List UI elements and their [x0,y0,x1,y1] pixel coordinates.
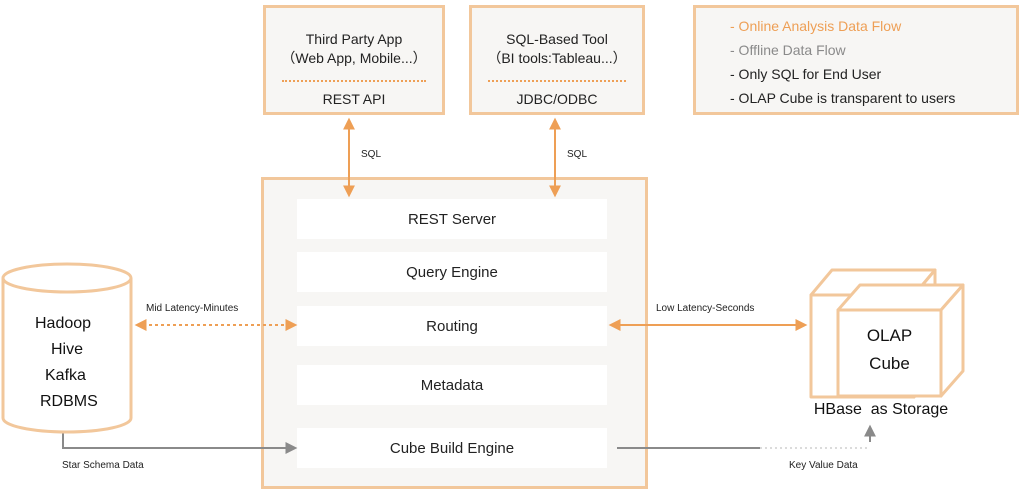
cube-build-engine-row: Cube Build Engine [297,428,607,468]
sql-based-tool-box: SQL-Based Tool （BI tools:Tableau...） JDB… [469,5,645,115]
star-schema-arrow [62,432,298,454]
key-value-label: Key Value Data [789,460,858,471]
olap-cube-front [836,283,965,398]
sql-tool-title: SQL-Based Tool [506,31,608,47]
third-party-app-box: Third Party App （Web App, Mobile...） RES… [263,5,445,115]
legend-olap-transparent: - OLAP Cube is transparent to users [730,90,956,106]
low-latency-label: Low Latency-Seconds [656,303,755,314]
star-schema-label: Star Schema Data [62,460,144,471]
olap-label: OLAP [866,326,913,345]
routing-row: Routing [297,306,607,346]
source-hive: Hive [51,341,84,358]
olap-cube-label: OLAP Cube [838,322,941,378]
legend-only-sql: - Only SQL for End User [730,66,882,82]
legend-box: - Online Analysis Data Flow - Offline Da… [693,5,1019,115]
legend-online-flow: - Online Analysis Data Flow [730,18,902,34]
divider [282,80,426,82]
legend-offline-flow: - Offline Data Flow [730,42,846,58]
mid-latency-label: Mid Latency-Minutes [146,303,239,314]
jdbc-odbc-label: JDBC/ODBC [516,91,598,107]
data-source-cylinder [1,262,133,434]
third-party-app-title: Third Party App [305,31,403,47]
cube-label: Cube [869,354,910,373]
rest-server-row: REST Server [297,199,607,239]
rest-api-label: REST API [322,91,386,107]
divider [488,80,626,82]
metadata-row: Metadata [297,365,607,405]
source-hadoop: Hadoop [35,315,92,332]
sql-tool-subtitle: （BI tools:Tableau...） [487,50,627,66]
hbase-storage-label: HBase as Storage [813,401,949,418]
source-rdbms: RDBMS [40,393,98,410]
query-engine-row: Query Engine [297,252,607,292]
sql-label-right: SQL [567,149,588,160]
sql-label-left: SQL [361,149,382,160]
source-kafka: Kafka [45,367,86,384]
third-party-app-subtitle: （Web App, Mobile...） [281,50,427,66]
